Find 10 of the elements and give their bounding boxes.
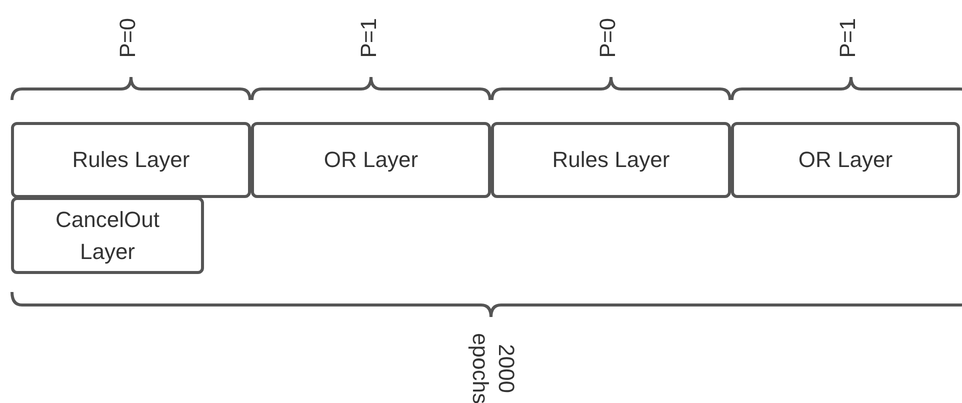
probability-label: P=1	[356, 18, 382, 58]
layer-box: OR Layer	[251, 122, 491, 198]
layer-box: OR Layer	[731, 122, 960, 198]
layer-box: Rules Layer	[11, 122, 251, 198]
probability-label: P=0	[115, 18, 141, 58]
probability-label: P=0	[595, 18, 621, 58]
duration-label: 2000 epochs	[467, 332, 519, 403]
layer-box: Rules Layer	[491, 122, 731, 198]
probability-label: P=1	[835, 18, 861, 58]
layer-box: CancelOut Layer	[11, 197, 204, 274]
